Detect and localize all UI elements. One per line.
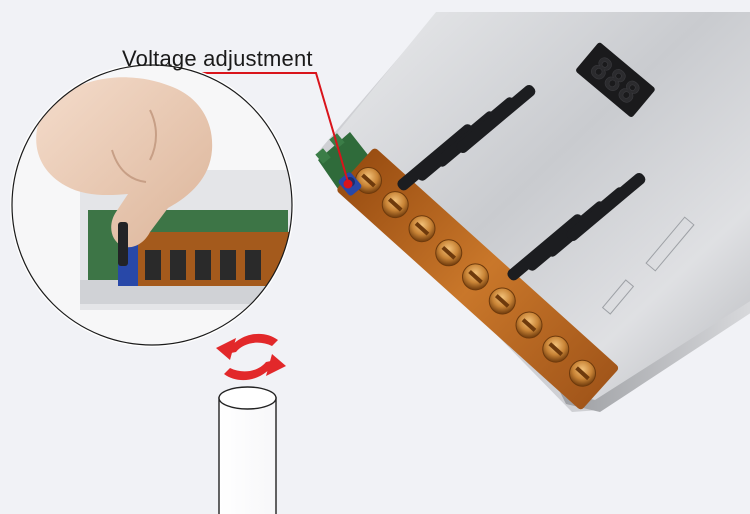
adjustment-shaft xyxy=(218,386,277,514)
vent-slots-upper xyxy=(397,84,536,191)
terminal-block xyxy=(337,148,619,410)
zoom-inset xyxy=(10,63,294,347)
screw-slot xyxy=(468,270,483,284)
cover-print xyxy=(601,216,695,315)
rotation-arrows-icon xyxy=(216,333,286,381)
screw-slot xyxy=(441,245,457,260)
voltage-adjustment-label: Voltage adjustment xyxy=(122,46,313,71)
screw-slot xyxy=(575,366,590,381)
screw-slot xyxy=(414,221,430,236)
screw-slot xyxy=(387,197,403,212)
screw-slot xyxy=(521,318,537,332)
screw-slot xyxy=(361,173,376,188)
power-supply-unit: 888 xyxy=(315,12,750,412)
screw-slot xyxy=(548,342,564,356)
metal-cover xyxy=(338,12,750,400)
vent-slots-lower xyxy=(507,172,646,281)
screw-slot xyxy=(494,294,510,308)
